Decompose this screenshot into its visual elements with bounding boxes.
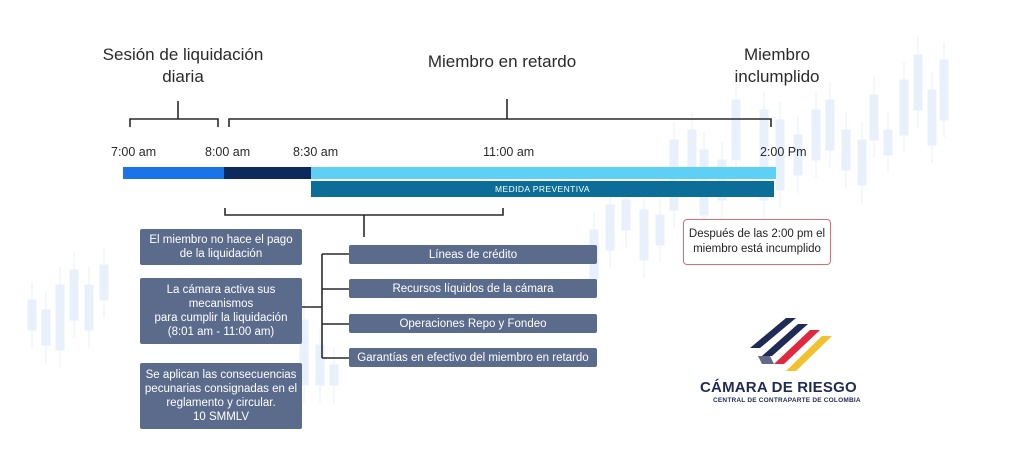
candle-body	[793, 134, 803, 176]
timeline-segment-session	[123, 167, 224, 179]
candle-body	[639, 209, 649, 261]
mechanism-cash-guarantees: Garantías en efectivo del miembro en ret…	[349, 348, 597, 367]
candle-body	[69, 269, 79, 321]
candle-body	[825, 99, 835, 151]
candle-body	[99, 264, 109, 301]
candle-body	[883, 129, 893, 156]
candle-body	[857, 139, 867, 186]
candle-body	[717, 159, 727, 201]
left-box-penalties: Se aplican las consecuencias pecunarias …	[140, 363, 302, 429]
time-label-0830: 8:30 am	[293, 145, 339, 159]
candle-body	[55, 284, 65, 351]
candle-body	[913, 54, 923, 111]
bracket-late-member	[228, 118, 772, 127]
default-note: Después de las 2:00 pm el miembro está i…	[683, 219, 831, 265]
phase-session-title: Sesión de liquidación diaria	[102, 45, 264, 86]
bracket-session	[129, 118, 219, 127]
candle-body	[811, 109, 821, 161]
left-box-mechanisms: La cámara activa sus mecanismos para cum…	[140, 278, 302, 344]
candle-body	[315, 344, 325, 386]
time-label-0800: 8:00 am	[205, 145, 251, 159]
candle-body	[621, 199, 631, 231]
candle-body	[927, 89, 937, 146]
candle-body	[655, 214, 665, 246]
candle-body	[27, 299, 37, 331]
candle-body	[841, 129, 851, 171]
candle-body	[759, 109, 769, 201]
candle-body	[731, 99, 741, 161]
mechanism-repo-operations: Operaciones Repo y Fondeo	[349, 314, 597, 333]
candle-body	[84, 284, 94, 331]
logo-title: CÁMARA DE RIESGO	[700, 379, 857, 396]
preventive-measure-label: MEDIDA PREVENTIVA	[495, 184, 590, 194]
mechanism-liquid-resources: Recursos líquidos de la cámara	[349, 279, 597, 298]
phase-late-member-title: Miembro en retardo	[427, 52, 577, 71]
candle-body	[939, 59, 949, 121]
left-box-no-payment: El miembro no hace el pago de la liquida…	[140, 229, 302, 265]
logo-subtitle: CENTRAL DE CONTRAPARTE DE COLOMBIA	[713, 397, 861, 404]
candle-body	[899, 79, 909, 136]
timeline-segment-grace	[224, 167, 311, 179]
mechanism-credit-lines: Líneas de crédito	[349, 245, 597, 264]
candle-body	[869, 94, 879, 141]
timeline-segment-late	[311, 167, 776, 179]
candle-body	[299, 319, 309, 386]
time-label-1400: 2:00 Pm	[760, 145, 807, 159]
phase-defaulted-title: Miembro inclumplido	[734, 45, 820, 86]
preventive-measure-bar: MEDIDA PREVENTIVA	[311, 181, 774, 197]
candle-body	[41, 309, 51, 346]
time-label-0700: 7:00 am	[111, 145, 157, 159]
camara-de-riesgo-logo-icon	[750, 318, 832, 371]
candle-body	[605, 204, 615, 251]
candle-body	[329, 364, 339, 386]
time-label-1100: 11:00 am	[483, 145, 535, 159]
candle-body	[687, 129, 697, 181]
candle-body	[775, 119, 785, 191]
bracket-no-payment	[224, 208, 504, 216]
